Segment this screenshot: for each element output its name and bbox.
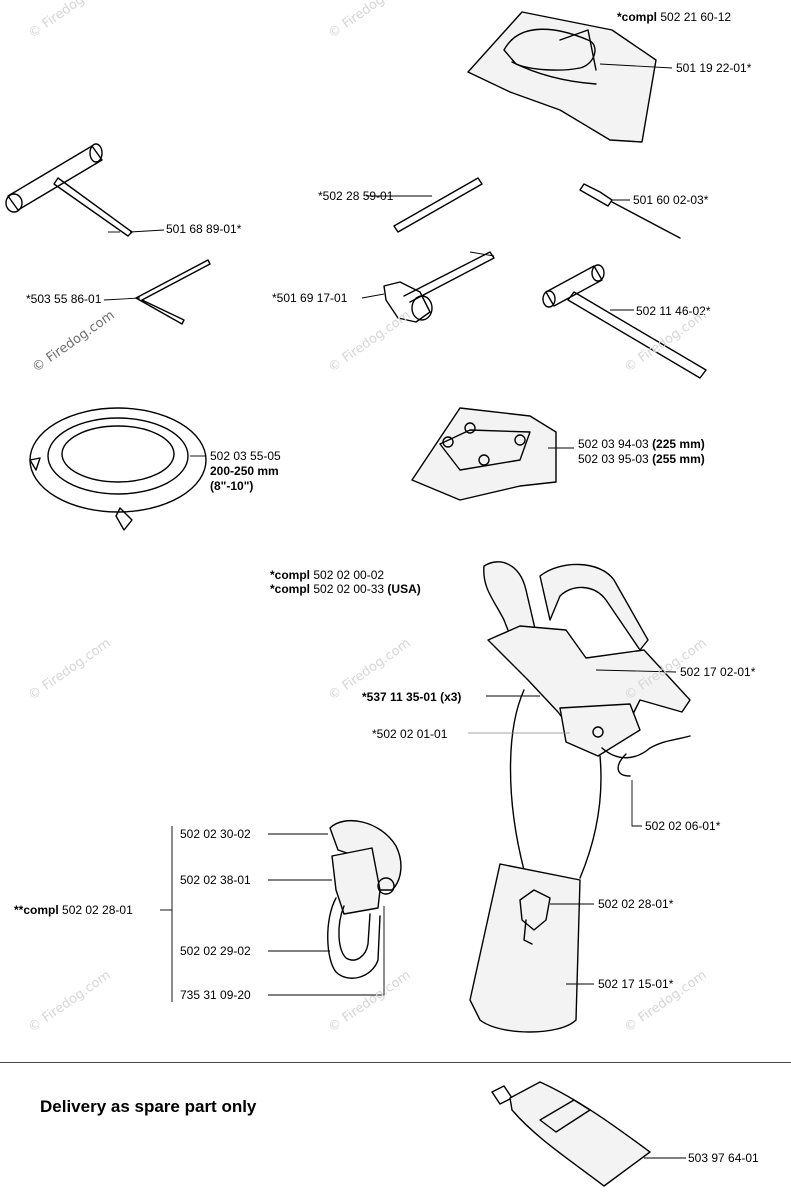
screwdriver-illustration — [366, 177, 483, 233]
hex-key-illustration — [103, 259, 211, 325]
label-clip-38: 502 02 38-01 — [180, 873, 251, 887]
label-trimmer-head-number: 502 03 55-05 — [210, 449, 281, 463]
tool-501-60-illustration — [579, 183, 681, 239]
label-trimmer-head-size: 200-250 mm — [210, 464, 279, 478]
label-hip-pad: 502 17 15-01* — [598, 977, 674, 991]
label-trimmer-bag: *compl 502 21 60-12 — [617, 10, 732, 24]
label-clip-compl: **compl 502 02 28-01 — [14, 903, 133, 917]
clip-assembly-illustration — [160, 820, 402, 1002]
label-socket-wrench: *501 69 17-01 — [272, 291, 348, 305]
label-screwdriver: *502 28 59-01 — [318, 189, 394, 203]
trimmer-bag-illustration — [467, 11, 673, 143]
leader-lines — [108, 231, 495, 257]
harness-illustration — [468, 561, 691, 1033]
trimmer-head-illustration — [29, 407, 207, 531]
grease-tube-illustration — [491, 1081, 686, 1187]
label-t-wrench: 502 11 46-02* — [636, 304, 711, 318]
divider — [0, 1062, 791, 1063]
label-harness-compl-usa: *compl 502 02 00-33 (USA) — [270, 582, 421, 596]
label-hook: 502 02 06-01* — [645, 819, 721, 833]
label-clip-29: 502 02 29-02 — [180, 944, 251, 958]
socket-wrench-illustration — [361, 251, 495, 323]
label-guard-255: 502 03 95-03 (255 mm) — [578, 452, 705, 466]
label-clip-735: 735 31 09-20 — [180, 988, 251, 1002]
combination-wrench-illustration — [5, 143, 165, 237]
label-tool-501-60: 501 60 02-03* — [633, 193, 709, 207]
footer-title: Delivery as spare part only — [40, 1097, 257, 1116]
label-shoulder-strap: 502 17 02-01* — [680, 665, 756, 679]
t-wrench-illustration — [542, 264, 707, 379]
label-combination-wrench: 501 68 89-01* — [166, 222, 242, 236]
guard-illustration — [411, 407, 574, 501]
label-grease: 503 97 64-01 — [688, 1151, 759, 1165]
label-hex-key: *503 55 86-01 — [26, 292, 102, 306]
label-hip-clip: 502 02 28-01* — [598, 897, 674, 911]
label-buckle: *537 11 35-01 (x3) — [362, 690, 462, 704]
label-bag-strap: 501 19 22-01* — [676, 61, 752, 75]
label-harness-plate: *502 02 01-01 — [372, 727, 448, 741]
label-clip-30: 502 02 30-02 — [180, 827, 251, 841]
label-guard-225: 502 03 94-03 (225 mm) — [578, 437, 705, 451]
label-trimmer-head-inch: (8"-10") — [210, 479, 254, 493]
label-harness-compl: *compl 502 02 00-02 — [270, 568, 385, 582]
